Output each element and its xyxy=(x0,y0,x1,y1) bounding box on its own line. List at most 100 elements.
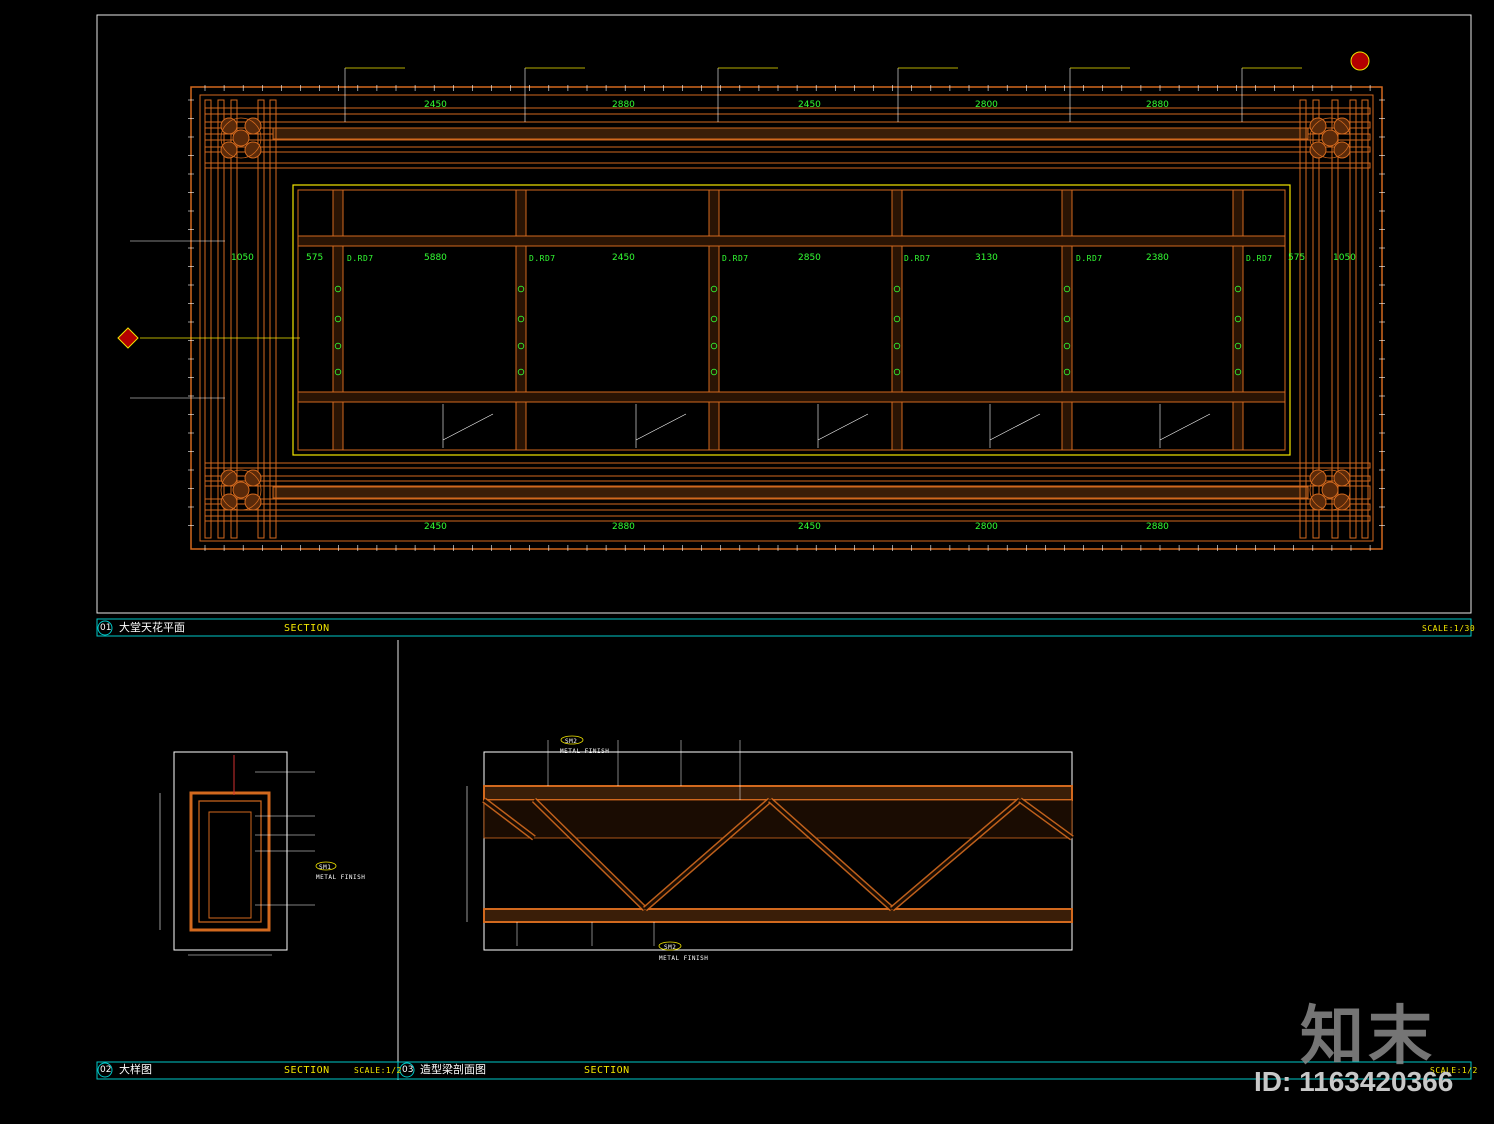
title-3-name: 造型梁剖面图 xyxy=(420,1063,486,1076)
column-rosette xyxy=(1321,129,1339,147)
left-beam-band xyxy=(204,99,212,539)
bottom-main-beam xyxy=(272,486,1309,499)
light-fixture xyxy=(710,342,718,350)
title-3-number-circle xyxy=(399,1062,415,1078)
dim-top-5: 2880 xyxy=(1146,100,1169,110)
tag-5: D.RD7 xyxy=(1076,254,1103,263)
light-fixture xyxy=(517,342,525,350)
title-3-scale: SCALE:1/2 xyxy=(1430,1066,1478,1075)
dim-bottom-5: 2880 xyxy=(1146,522,1169,532)
corner-column xyxy=(1309,469,1351,511)
title-2-number: 02 xyxy=(100,1065,112,1075)
dim-mid-4: 2450 xyxy=(612,253,635,263)
light-fixture xyxy=(1063,285,1071,293)
column-rosette xyxy=(220,141,238,159)
detail3-web-core xyxy=(644,798,771,911)
leader-line xyxy=(1159,413,1211,441)
leader-line xyxy=(989,413,1041,441)
watermark-id: ID: 1163420366 xyxy=(1254,1066,1454,1097)
detail3-tag-ellipse-top xyxy=(560,735,584,745)
detail3-web-core xyxy=(532,798,647,911)
title-1-number-circle xyxy=(97,620,113,636)
column-rosette xyxy=(1333,469,1351,487)
light-fixture xyxy=(893,315,901,323)
title-2-scale: SCALE:1/2 xyxy=(354,1066,402,1075)
column-rosette xyxy=(1309,141,1327,159)
top-main-beam xyxy=(272,127,1309,140)
column-rosette xyxy=(1333,117,1351,135)
section-marker-left xyxy=(117,327,139,349)
detail3-finish-top: METAL FINISH xyxy=(560,748,610,755)
light-fixture xyxy=(334,285,342,293)
title-1-scale: SCALE:1/30 xyxy=(1422,624,1476,633)
right-beam-band xyxy=(1331,99,1339,539)
title-2-name: 大样图 xyxy=(119,1063,152,1076)
column-rosette xyxy=(1309,117,1327,135)
tag-2: D.RD7 xyxy=(529,254,556,263)
top-beam-band xyxy=(204,121,1371,129)
column-rosette xyxy=(1309,493,1327,511)
detail2-outer-profile xyxy=(189,791,271,932)
light-fixture xyxy=(1234,315,1242,323)
grid-row-beam xyxy=(297,391,1286,403)
light-fixture xyxy=(1063,368,1071,376)
column-ring xyxy=(1309,469,1351,511)
dim-mid-2: 575 xyxy=(306,253,324,263)
top-beam-band xyxy=(204,146,1371,153)
column-rosette xyxy=(1333,141,1351,159)
title-bar-3 xyxy=(397,1061,1472,1080)
right-beam-band xyxy=(1361,99,1369,539)
left-beam-band xyxy=(230,99,238,539)
column-rosette xyxy=(1309,469,1327,487)
left-beam-band xyxy=(269,99,277,539)
top-beam-band xyxy=(204,162,1371,169)
detail3-finish-bottom: METAL FINISH xyxy=(659,955,709,962)
dim-mid-7: 2380 xyxy=(1146,253,1169,263)
column-ring xyxy=(220,469,262,511)
title-3-number: 03 xyxy=(402,1065,414,1075)
detail3-frame xyxy=(483,751,1073,951)
tag-1: D.RD7 xyxy=(347,254,374,263)
detail-section-02 xyxy=(159,751,337,956)
title-1-number: 01 xyxy=(100,623,112,633)
bottom-beam-band xyxy=(204,503,1371,511)
section-marker-top xyxy=(1350,51,1370,71)
light-fixture xyxy=(710,285,718,293)
ceiling-plan xyxy=(117,51,1385,551)
dim-mid-5: 2850 xyxy=(798,253,821,263)
dim-mid-6: 3130 xyxy=(975,253,998,263)
corner-column xyxy=(1309,117,1351,159)
plan-inner-boundary xyxy=(199,94,1374,542)
bottom-beam-band xyxy=(204,515,1371,522)
title-3-section: SECTION xyxy=(584,1065,630,1076)
light-fixture xyxy=(334,342,342,350)
detail3-top-chord xyxy=(483,785,1073,801)
dim-bottom-1: 2450 xyxy=(424,522,447,532)
leader-line xyxy=(817,413,869,441)
beam-section-03 xyxy=(466,735,1074,951)
light-fixture xyxy=(1063,342,1071,350)
left-beam-band xyxy=(257,99,265,539)
inner-grid-boundary xyxy=(292,184,1291,456)
inner-grid-outline xyxy=(297,189,1286,451)
corner-column xyxy=(220,469,262,511)
grid-row-beam xyxy=(297,235,1286,247)
detail2-finish: METAL FINISH xyxy=(316,874,366,881)
dim-top-1: 2450 xyxy=(424,100,447,110)
light-fixture xyxy=(710,368,718,376)
grid-column-beam xyxy=(1061,189,1073,451)
column-rosette xyxy=(232,129,250,147)
corner-column xyxy=(220,117,262,159)
bottom-beam-band xyxy=(204,462,1371,469)
plan-outer-boundary xyxy=(190,86,1383,550)
title-2-section: SECTION xyxy=(284,1065,330,1076)
light-fixture xyxy=(893,368,901,376)
dim-top-2: 2880 xyxy=(612,100,635,110)
column-rosette xyxy=(220,469,238,487)
detail3-web-core xyxy=(483,798,535,840)
detail2-core xyxy=(208,811,252,919)
light-fixture xyxy=(334,315,342,323)
column-rosette xyxy=(244,141,262,159)
detail3-web-core xyxy=(769,798,893,911)
dim-mid-8: 575 xyxy=(1288,253,1306,263)
